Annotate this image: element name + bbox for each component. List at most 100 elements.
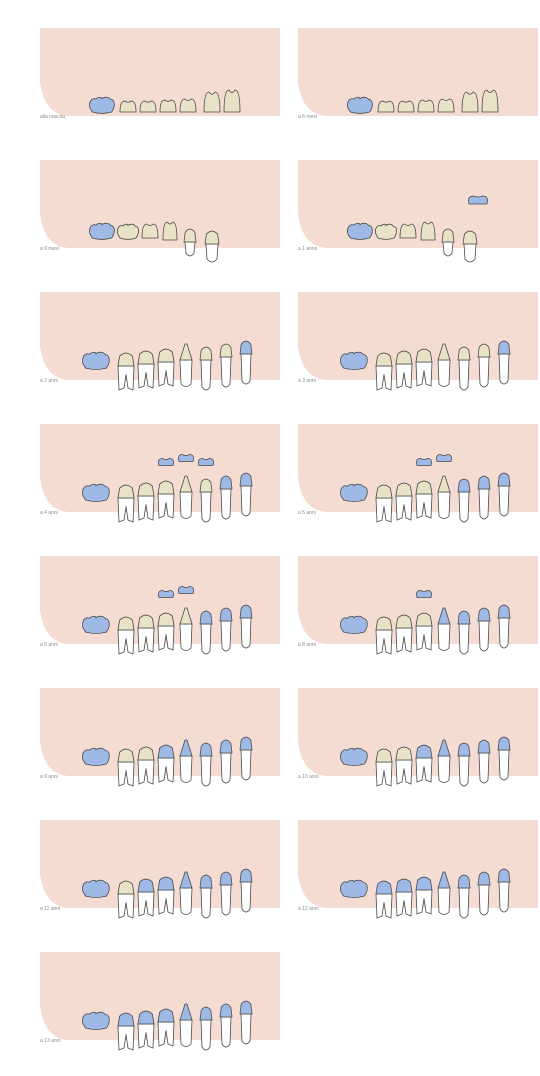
permanent-incisor-root — [479, 621, 489, 651]
deciduous-molar-crown — [158, 481, 174, 494]
dentition-stage-panel: a 6 mesi — [298, 28, 540, 152]
permanent-incisor-crown — [458, 479, 470, 492]
deciduous-molar-crown — [138, 483, 154, 496]
deciduous-crown — [438, 99, 454, 112]
permanent-incisor-crown — [240, 1001, 252, 1014]
deciduous-molar-crown — [396, 351, 412, 364]
permanent-incisor-root — [221, 489, 231, 519]
deciduous-molar-crown — [416, 481, 432, 494]
deciduous-crown — [120, 101, 136, 112]
deciduous-molar-crown — [138, 747, 154, 760]
permanent-incisor-root — [499, 354, 509, 384]
permanent-incisor-root — [499, 750, 509, 780]
permanent-incisor-crown — [220, 476, 232, 489]
deciduous-crown — [378, 101, 394, 112]
age-label: a 5 anni — [298, 510, 316, 516]
permanent-incisor-root — [499, 618, 509, 648]
permanent-incisor-crown — [240, 341, 252, 354]
permanent-incisor-crown — [498, 473, 510, 486]
age-label: a 6 mesi — [298, 114, 317, 120]
deciduous-incisor-crown — [462, 92, 478, 112]
deciduous-crown — [180, 99, 196, 112]
age-label: a 6 anni — [40, 642, 58, 648]
permanent-molar-crown — [416, 877, 432, 890]
deciduous-incisor-root — [206, 244, 218, 262]
age-label: a 11 anni — [40, 906, 60, 912]
age-label: a 12 anni — [298, 906, 319, 912]
permanent-incisor-root — [241, 618, 251, 648]
age-label: a 9 mesi — [40, 246, 59, 252]
permanent-incisor-root — [459, 756, 469, 786]
deciduous-molar-crown — [138, 615, 154, 628]
dentition-stage-panel: a 2 anni — [40, 292, 282, 416]
age-label: a 13 anni — [40, 1038, 61, 1044]
deciduous-molar-crown — [118, 485, 134, 498]
deciduous-molar-crown — [158, 613, 174, 626]
deciduous-molar-crown — [416, 613, 432, 626]
deciduous-molar-crown — [396, 747, 412, 760]
deciduous-molar-crown — [376, 749, 392, 762]
permanent-molar-crown — [341, 616, 368, 633]
permanent-molar-crown — [376, 881, 392, 894]
deciduous-crown — [160, 100, 176, 112]
dentition-stage-illustration — [40, 556, 282, 680]
deciduous-molar-crown — [138, 351, 154, 364]
dentition-stage-illustration — [298, 292, 540, 416]
gum-area — [298, 28, 538, 116]
permanent-incisor-root — [221, 621, 231, 651]
permanent-incisor-crown — [200, 1007, 212, 1020]
permanent-molar-crown — [341, 880, 368, 897]
permanent-incisor-crown — [498, 737, 510, 750]
permanent-molar-bud — [347, 223, 372, 239]
gum-area — [298, 160, 538, 248]
permanent-incisor-crown — [458, 875, 470, 888]
age-label: a 10 anni — [298, 774, 319, 780]
deciduous-molar-crown — [396, 483, 412, 496]
dentition-stage-panel: a 11 anni — [40, 820, 282, 944]
gum-area — [40, 160, 280, 248]
permanent-incisor-crown — [240, 605, 252, 618]
dentition-stage-panel: a 12 anni — [298, 820, 540, 944]
permanent-molar-crown — [138, 1011, 154, 1024]
dentition-stage-panel: a 8 anni — [298, 556, 540, 680]
permanent-incisor-root — [459, 888, 469, 918]
permanent-tooth-bud — [158, 459, 173, 466]
permanent-canine-root — [180, 756, 192, 783]
deciduous-molar-crown — [158, 349, 174, 362]
deciduous-molar-crown — [118, 881, 134, 894]
permanent-incisor-crown — [220, 608, 232, 621]
permanent-molar-crown — [341, 352, 368, 369]
permanent-incisor-crown — [478, 740, 490, 753]
permanent-incisor-root — [201, 1020, 211, 1050]
permanent-incisor-crown — [478, 872, 490, 885]
permanent-canine-root — [438, 756, 450, 783]
permanent-molar-bud — [89, 223, 114, 239]
permanent-incisor-crown — [478, 608, 490, 621]
deciduous-canine-root — [185, 242, 195, 256]
age-label: a 2 anni — [40, 378, 58, 384]
permanent-molar-crown — [83, 1012, 110, 1029]
deciduous-canine-crown — [442, 229, 454, 242]
permanent-incisor-root — [201, 624, 211, 654]
permanent-molar-crown — [396, 879, 412, 892]
age-label: alla nascita — [40, 114, 65, 120]
deciduous-molar-crown — [376, 353, 392, 366]
permanent-incisor-crown — [240, 473, 252, 486]
dentition-stage-panel: a 3 anni — [298, 292, 540, 416]
permanent-molar-bud — [347, 97, 372, 113]
permanent-tooth-bud — [416, 591, 431, 598]
dentition-stage-illustration — [298, 424, 540, 548]
dentition-stage-panel: a 4 anni — [40, 424, 282, 548]
permanent-tooth-bud — [178, 455, 193, 462]
deciduous-molar-crown — [118, 353, 134, 366]
deciduous-canine-root — [438, 360, 450, 387]
dentition-stage-illustration — [40, 28, 282, 152]
deciduous-molar-crown — [376, 485, 392, 498]
deciduous-canine-root — [180, 360, 192, 387]
deciduous-incisor-crown — [224, 90, 240, 112]
deciduous-incisor-root — [479, 357, 489, 387]
permanent-incisor-root — [221, 885, 231, 915]
deciduous-crown — [142, 224, 158, 238]
age-label: a 8 anni — [298, 642, 316, 648]
age-label: a 1 anno — [298, 246, 317, 252]
